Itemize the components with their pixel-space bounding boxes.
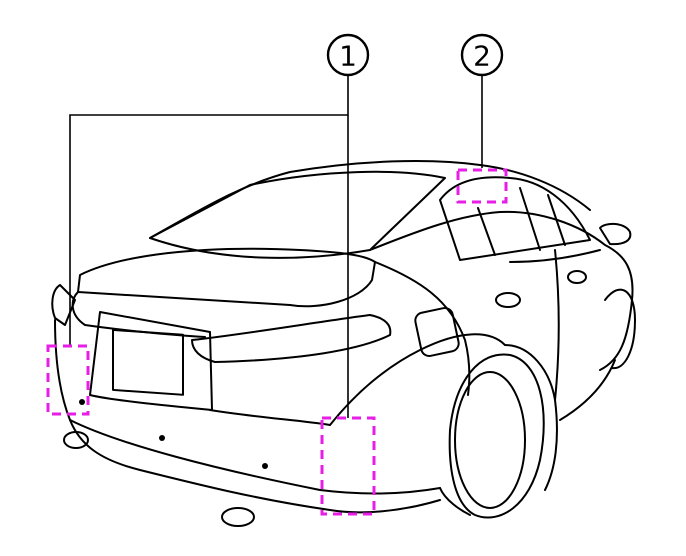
leader-lines: [69, 76, 483, 418]
car-body: [51, 159, 636, 527]
callout-2-label: 2: [473, 40, 491, 73]
highlight-box-1-bumper: [320, 416, 376, 516]
sensor-dot: [159, 435, 165, 441]
highlight-box-2-roof: [456, 168, 508, 204]
sensor-dot: [262, 463, 268, 469]
sensor-dot: [79, 399, 85, 405]
callout-1: 1: [326, 33, 370, 77]
highlight-box-1-left: [46, 344, 90, 416]
callout-2: 2: [460, 33, 504, 77]
callout-1-label: 1: [339, 40, 357, 73]
